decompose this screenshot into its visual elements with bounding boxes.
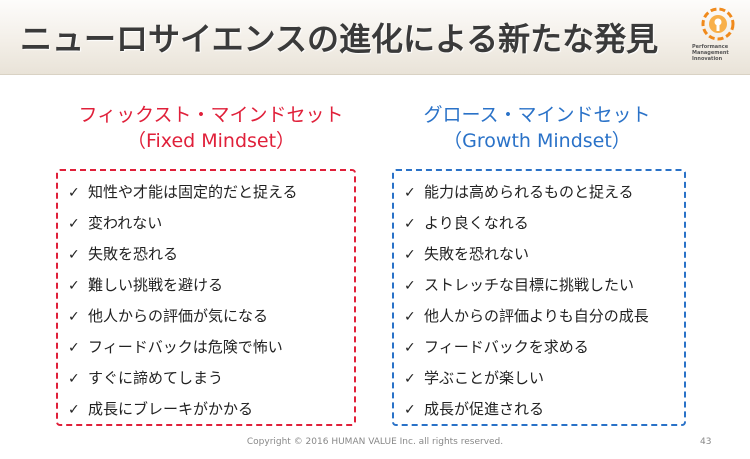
list-item: ✓ 失敗を恐れない — [404, 241, 649, 272]
checkmark-icon: ✓ — [404, 371, 416, 387]
checkmark-icon: ✓ — [404, 247, 416, 263]
list-item: ✓ フィードバックを求める — [404, 334, 649, 365]
fixed-mindset-heading: フィックスト・マインドセット （Fixed Mindset） — [56, 102, 366, 154]
fixed-mindset-box: ✓ 知性や才能は固定的だと捉える ✓ 変われない ✓ 失敗を恐れる ✓ 難しい挑戦を避ける ✓ 他… — [56, 169, 356, 426]
list-item-text: 成長にブレーキがかかる — [88, 400, 254, 418]
list-item: ✓ すぐに諦めてしまう — [68, 365, 298, 396]
list-item: ✓ ストレッチな目標に挑戦したい — [404, 272, 649, 303]
checkmark-icon: ✓ — [404, 216, 416, 232]
list-item-text: 変われない — [88, 214, 163, 232]
list-item-text: 他人からの評価が気になる — [88, 307, 269, 325]
list-item: ✓ 他人からの評価が気になる — [68, 303, 298, 334]
checkmark-icon: ✓ — [68, 278, 80, 294]
logo-line: Innovation — [692, 56, 723, 62]
checkmark-icon: ✓ — [68, 371, 80, 387]
list-item-text: 成長が促進される — [424, 400, 545, 418]
growth-mindset-heading: グロース・マインドセット （Growth Mindset） — [382, 102, 692, 154]
checkmark-icon: ✓ — [68, 216, 80, 232]
checkmark-icon: ✓ — [404, 340, 416, 356]
checkmark-icon: ✓ — [68, 185, 80, 201]
list-item-text: 能力は高められるものと捉える — [424, 183, 634, 201]
checkmark-icon: ✓ — [68, 247, 80, 263]
logo-line: Management — [692, 50, 729, 56]
list-item-text: フィードバックを求める — [424, 338, 589, 356]
company-logo: Performance Management Innovation — [690, 6, 746, 68]
header-bar: ニューロサイエンスの進化による新たな発見 Performance Managem… — [0, 0, 750, 75]
list-item-text: すぐに諦めてしまう — [88, 369, 224, 387]
list-item: ✓ 成長が促進される — [404, 396, 649, 427]
list-item-text: ストレッチな目標に挑戦したい — [424, 276, 635, 294]
list-item-text: 知性や才能は固定的だと捉える — [88, 183, 298, 201]
fixed-title-ja: フィックスト・マインドセット — [78, 104, 344, 126]
checkmark-icon: ✓ — [404, 402, 416, 418]
fixed-title-en: （Fixed Mindset） — [126, 130, 296, 152]
logo-line: Performance — [692, 44, 729, 50]
growth-mindset-box: ✓ 能力は高められるものと捉える ✓ より良くなれる ✓ 失敗を恐れない ✓ ストレッチな目標… — [392, 169, 686, 426]
list-item: ✓ 能力は高められるものと捉える — [404, 179, 649, 210]
list-item: ✓ 他人からの評価よりも自分の成長 — [404, 303, 649, 334]
slide-title: ニューロサイエンスの進化による新たな発見 — [20, 20, 659, 58]
checkmark-icon: ✓ — [404, 309, 416, 325]
checkmark-icon: ✓ — [68, 309, 80, 325]
list-item-text: フィードバックは危険で怖い — [88, 338, 283, 356]
list-item: ✓ 難しい挑戦を避ける — [68, 272, 298, 303]
list-item-text: 失敗を恐れる — [88, 245, 179, 263]
growth-mindset-list: ✓ 能力は高められるものと捉える ✓ より良くなれる ✓ 失敗を恐れない ✓ ストレッチな目標… — [404, 179, 649, 427]
logo-icon — [701, 7, 735, 41]
list-item-text: より良くなれる — [424, 214, 529, 232]
list-item: ✓ フィードバックは危険で怖い — [68, 334, 298, 365]
growth-title-ja: グロース・マインドセット — [423, 104, 651, 126]
list-item-text: 難しい挑戦を避ける — [88, 276, 224, 294]
list-item: ✓ より良くなれる — [404, 210, 649, 241]
list-item: ✓ 学ぶことが楽しい — [404, 365, 649, 396]
list-item: ✓ 変われない — [68, 210, 298, 241]
list-item-text: 他人からの評価よりも自分の成長 — [424, 307, 649, 325]
fixed-mindset-list: ✓ 知性や才能は固定的だと捉える ✓ 変われない ✓ 失敗を恐れる ✓ 難しい挑戦を避ける ✓ 他… — [68, 179, 298, 427]
list-item: ✓ 失敗を恐れる — [68, 241, 298, 272]
logo-text: Performance Management Innovation — [692, 44, 746, 62]
checkmark-icon: ✓ — [68, 402, 80, 418]
list-item: ✓ 成長にブレーキがかかる — [68, 396, 298, 427]
growth-title-en: （Growth Mindset） — [443, 130, 631, 152]
checkmark-icon: ✓ — [68, 340, 80, 356]
checkmark-icon: ✓ — [404, 278, 416, 294]
page-number: 43 — [700, 437, 712, 447]
list-item: ✓ 知性や才能は固定的だと捉える — [68, 179, 298, 210]
checkmark-icon: ✓ — [404, 185, 416, 201]
list-item-text: 学ぶことが楽しい — [424, 369, 545, 387]
list-item-text: 失敗を恐れない — [424, 245, 530, 263]
copyright-footer: Copyright © 2016 HUMAN VALUE Inc. all ri… — [246, 437, 504, 447]
